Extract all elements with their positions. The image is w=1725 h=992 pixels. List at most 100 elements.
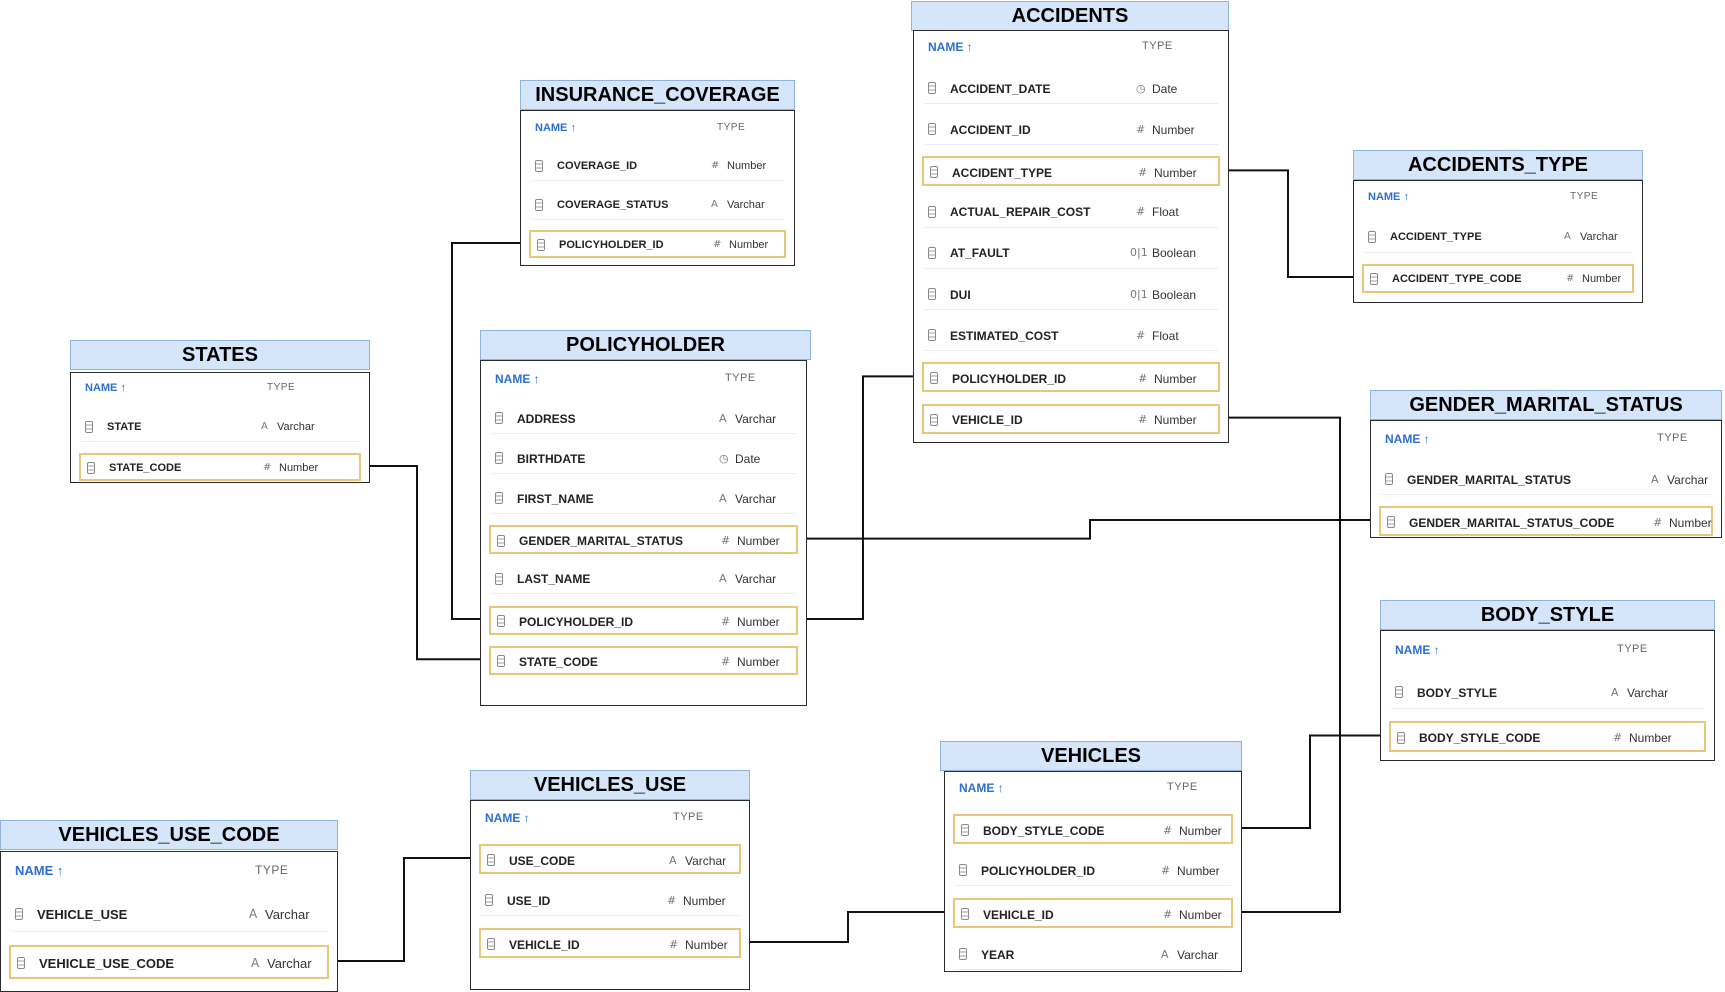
column-row[interactable]: COVERAGE_ID#Number xyxy=(531,153,784,181)
relationship-line[interactable] xyxy=(799,519,1378,540)
column-type: Number xyxy=(1154,413,1197,428)
column-row[interactable]: GENDER_MARITAL_STATUS#Number xyxy=(489,525,798,555)
column-header-name-sort[interactable]: NAME ↑ xyxy=(928,40,973,54)
column-row[interactable]: AT_FAULT 0|1 Boolean xyxy=(924,239,1218,269)
column-name: AT_FAULT xyxy=(950,246,1010,261)
column-name: ACCIDENT_TYPE_CODE xyxy=(1392,273,1522,286)
column-row[interactable]: STATE_CODE#Number xyxy=(489,645,798,675)
column-row[interactable]: VEHICLE_ID#Number xyxy=(479,928,741,958)
type-varchar-icon: A xyxy=(1651,472,1659,486)
column-header-name-sort[interactable]: NAME ↑ xyxy=(15,863,64,878)
column-name: USE_ID xyxy=(507,893,551,908)
column-row[interactable]: ACTUAL_REPAIR_COST#Float xyxy=(924,198,1218,228)
column-type: Varchar xyxy=(267,955,312,971)
column-name: ACCIDENT_TYPE xyxy=(952,165,1053,180)
column-type: Boolean xyxy=(1152,246,1197,261)
column-name: POLICYHOLDER_ID xyxy=(981,863,1096,878)
column-drag-icon xyxy=(487,937,495,955)
column-type: Date xyxy=(735,451,761,466)
column-header-name-sort[interactable]: NAME ↑ xyxy=(1368,191,1409,203)
relationship-line[interactable] xyxy=(1234,734,1388,829)
column-drag-icon xyxy=(495,451,503,469)
column-type: Varchar xyxy=(277,421,315,434)
column-name: GENDER_MARITAL_STATUS_CODE xyxy=(1409,515,1615,530)
column-name: BODY_STYLE xyxy=(1417,685,1498,700)
table-title: VEHICLES_USE_CODE xyxy=(0,820,338,850)
column-row[interactable]: VEHICLE_ID#Number xyxy=(953,898,1233,928)
column-row[interactable]: POLICYHOLDER_ID#Number xyxy=(955,856,1231,886)
column-row[interactable]: USE_ID#Number xyxy=(481,886,739,916)
column-row[interactable]: ESTIMATED_COST#Float xyxy=(924,321,1218,352)
column-row[interactable]: ACCIDENT_DATE◷Date xyxy=(924,74,1218,104)
column-header-type: TYPE xyxy=(1617,643,1648,655)
type-number-icon: # xyxy=(711,160,720,172)
column-header-name-sort[interactable]: NAME ↑ xyxy=(485,811,530,825)
column-header-name-sort[interactable]: NAME ↑ xyxy=(495,372,540,386)
column-type: Number xyxy=(737,534,780,549)
column-row[interactable]: GENDER_MARITAL_STATUS_CODE#Number xyxy=(1379,506,1713,536)
column-drag-icon xyxy=(930,413,938,431)
column-row[interactable]: ACCIDENT_TYPE#Number xyxy=(922,156,1220,187)
column-header-type: TYPE xyxy=(267,382,296,393)
column-drag-icon xyxy=(1370,272,1378,290)
relationship-line[interactable] xyxy=(1221,169,1361,278)
type-boolean-icon: 0|1 xyxy=(1130,246,1148,260)
column-row[interactable]: BIRTHDATE◷Date xyxy=(491,445,796,474)
column-row[interactable]: POLICYHOLDER_ID#Number xyxy=(489,605,798,635)
table-title: VEHICLES xyxy=(940,741,1242,771)
column-header-name-sort[interactable]: NAME ↑ xyxy=(959,781,1004,795)
column-name: ACCIDENT_ID xyxy=(950,122,1031,137)
column-row[interactable]: BODY_STYLE_CODE#Number xyxy=(1389,721,1706,752)
column-name: ACCIDENT_TYPE xyxy=(1390,231,1482,244)
column-header-name-sort[interactable]: NAME ↑ xyxy=(535,122,576,134)
column-drag-icon xyxy=(17,956,25,974)
column-header-name-sort[interactable]: NAME ↑ xyxy=(85,382,126,394)
column-header-name-sort[interactable]: NAME ↑ xyxy=(1385,432,1430,446)
column-type: Number xyxy=(727,160,767,173)
column-type: Date xyxy=(1152,81,1178,96)
relationship-line[interactable] xyxy=(330,857,478,962)
column-row[interactable]: ACCIDENT_TYPE_CODE#Number xyxy=(1362,263,1634,293)
type-float-icon: # xyxy=(1136,205,1146,219)
column-name: VEHICLE_USE_CODE xyxy=(39,955,175,971)
column-row[interactable]: STATE_CODE#Number xyxy=(79,453,361,481)
type-number-icon: # xyxy=(721,614,731,628)
column-header-name-sort[interactable]: NAME ↑ xyxy=(1395,643,1440,657)
column-row[interactable]: BODY_STYLE_CODE#Number xyxy=(953,814,1233,844)
relationship-line[interactable] xyxy=(799,375,921,620)
column-type: Varchar xyxy=(735,572,777,587)
relationship-line[interactable] xyxy=(362,465,488,661)
column-row[interactable]: POLICYHOLDER_ID#Number xyxy=(922,362,1220,393)
column-row[interactable]: VEHICLE_ID#Number xyxy=(922,403,1220,434)
column-row[interactable]: ACCIDENT_ID#Number xyxy=(924,115,1218,146)
type-varchar-icon: A xyxy=(719,411,727,425)
relationship-line[interactable] xyxy=(742,911,952,943)
column-row[interactable]: POLICYHOLDER_ID#Number xyxy=(529,230,786,258)
column-header-type: TYPE xyxy=(717,122,746,133)
